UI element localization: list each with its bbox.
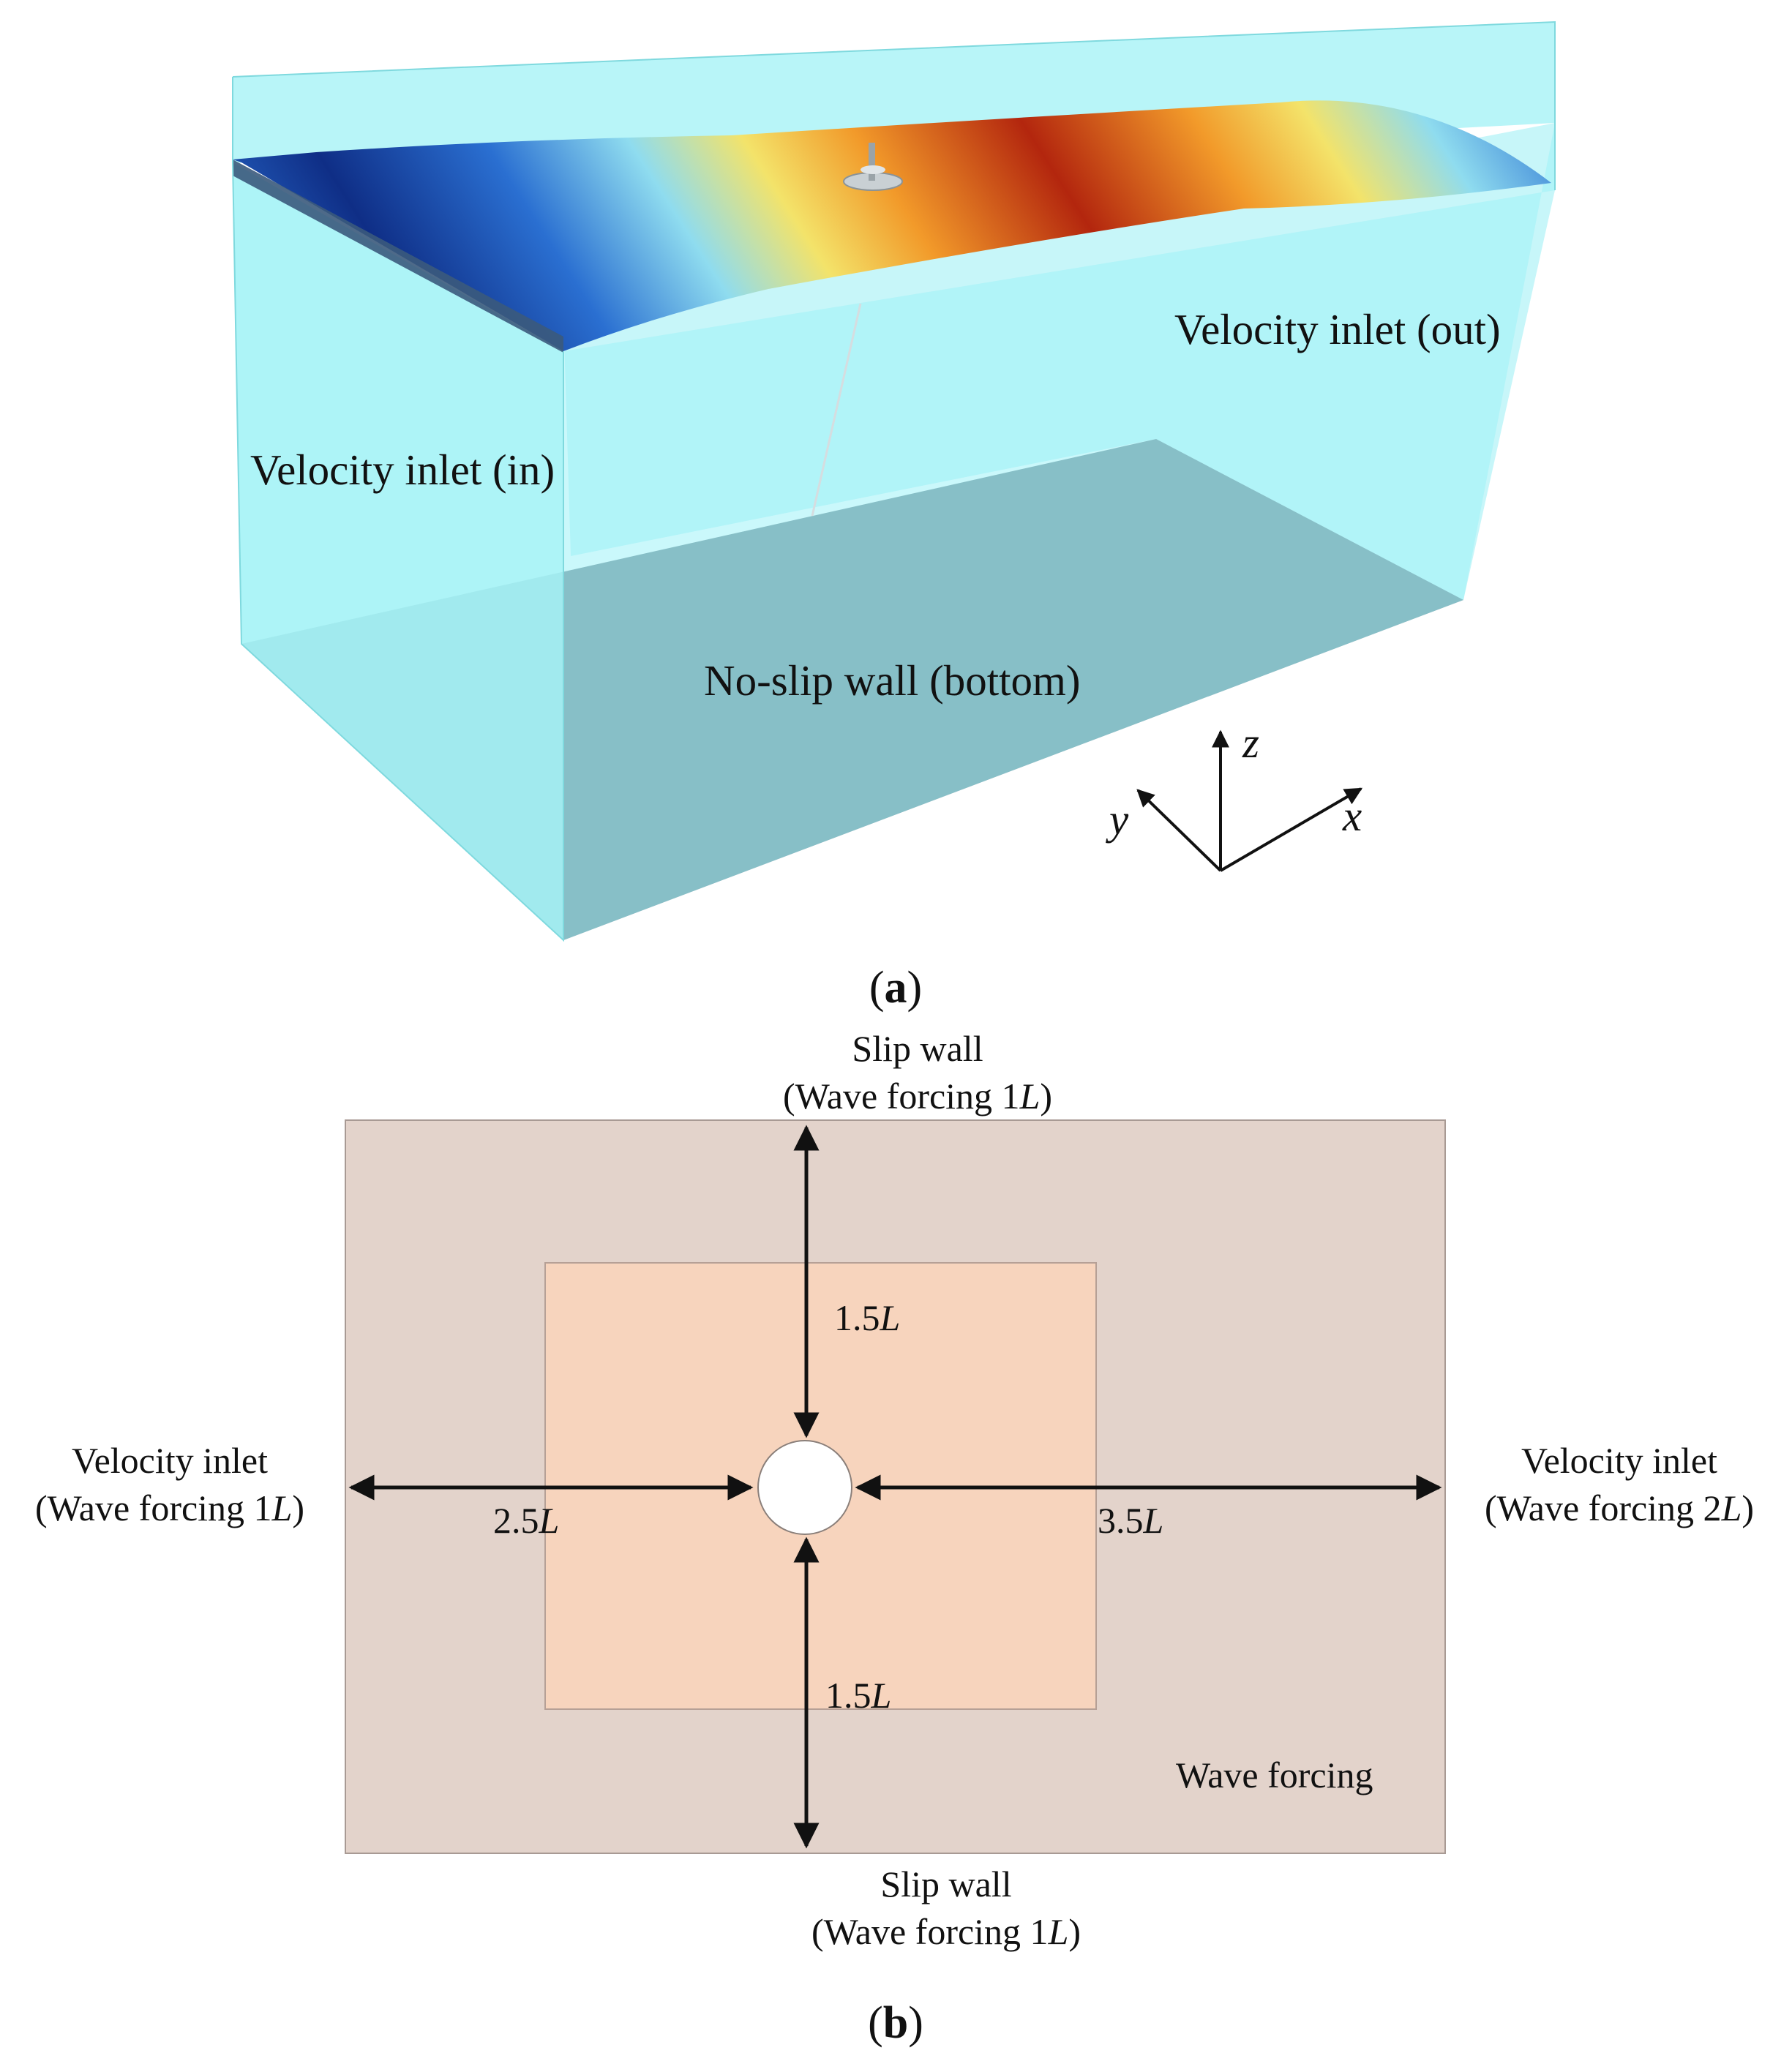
dim-label-up: 1.5L	[834, 1297, 900, 1338]
axis-z-label: z	[1242, 718, 1259, 767]
caption-a: (a)	[869, 963, 922, 1013]
label-velocity-outlet: Velocity inlet (out)	[1174, 305, 1501, 353]
top-label-line2: (Wave forcing 1L)	[783, 1076, 1052, 1117]
axis-y-arrow	[1136, 789, 1222, 872]
boundary-label-left: Velocity inlet (Wave forcing 1L)	[35, 1440, 304, 1528]
caption-b: (b)	[868, 1998, 923, 2048]
right-label-line2: (Wave forcing 2L)	[1485, 1487, 1754, 1528]
tank-left-face	[233, 162, 563, 940]
label-velocity-inlet: Velocity inlet (in)	[250, 446, 555, 494]
dimension-arrows	[348, 1125, 1442, 1849]
axis-y-label: y	[1106, 795, 1129, 844]
bottom-label-line1: Slip wall	[880, 1864, 1011, 1904]
left-label-line1: Velocity inlet	[72, 1440, 268, 1481]
tank-front-face	[563, 123, 1555, 940]
wave-surface	[233, 100, 1551, 352]
boundary-label-right: Velocity inlet (Wave forcing 2L)	[1485, 1440, 1754, 1528]
boundary-label-bottom: Slip wall (Wave forcing 1L)	[811, 1864, 1081, 1952]
dim-label-left: 2.5L	[493, 1500, 559, 1541]
axis-x-arrow	[1219, 787, 1363, 872]
label-no-slip-bottom: No-slip wall (bottom)	[704, 656, 1081, 705]
dim-label-right: 3.5L	[1098, 1500, 1163, 1541]
right-label-line1: Velocity inlet	[1521, 1440, 1717, 1481]
structure-circle	[757, 1440, 852, 1535]
axis-x-label: x	[1342, 792, 1362, 840]
wave-surface-edge	[233, 160, 563, 353]
axis-triad	[1136, 729, 1363, 872]
panel-a-tank	[232, 20, 1556, 942]
floating-body	[843, 143, 903, 191]
boundary-label-top: Slip wall (Wave forcing 1L)	[783, 1028, 1052, 1117]
tank-edges	[232, 20, 1556, 942]
mooring-line	[811, 303, 862, 517]
top-label-line1: Slip wall	[852, 1028, 983, 1069]
dim-label-down: 1.5L	[825, 1675, 891, 1716]
zone-label-wave-forcing: Wave forcing	[1176, 1755, 1373, 1795]
left-label-line2: (Wave forcing 1L)	[35, 1487, 304, 1528]
bottom-label-line2: (Wave forcing 1L)	[811, 1911, 1081, 1952]
